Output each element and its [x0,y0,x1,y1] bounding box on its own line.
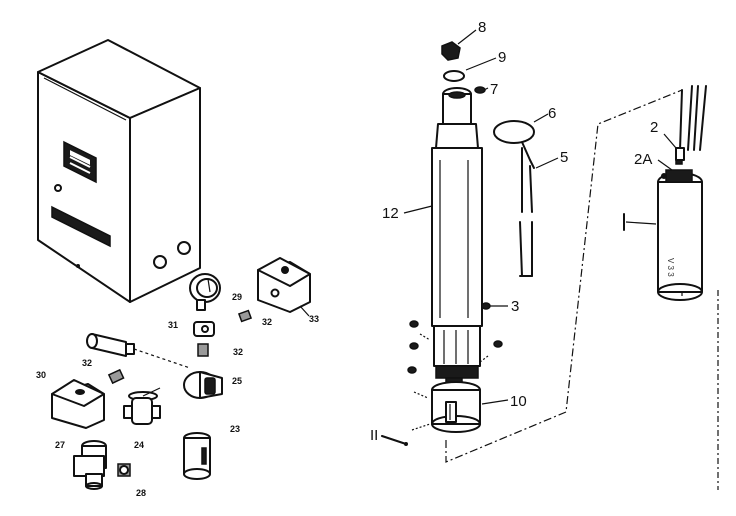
label-32-upper: 32 [262,317,272,327]
part-25-valve [183,371,223,399]
label-2a: 2A [634,151,652,168]
label-11: II [370,427,378,444]
part-24-relief-valve [123,387,161,425]
motor-label-text: V 3 3 [666,258,675,277]
label-31: 31 [168,320,178,330]
part-12-pump-body [431,87,483,387]
part-32-upper-fitting [237,309,253,323]
assembly-line [445,89,719,490]
label-12: 12 [382,205,399,222]
label-32-lower: 32 [82,358,92,368]
knockout-hole-1 [153,255,167,269]
label-3: 3 [511,298,519,315]
part-32-lower-nipple [107,368,125,385]
label-29: 29 [232,292,242,302]
part-10-intake-screen [431,381,481,433]
part-27-tee-fitting [73,440,107,490]
control-box-logo [63,140,97,184]
part-5-cable-guard [519,147,533,277]
label-24: 24 [134,440,144,450]
control-box-screw [54,184,62,192]
part-7-washer [474,86,486,94]
part-cartridge [86,333,191,369]
label-6: 6 [548,105,556,122]
label-25: 25 [232,376,242,386]
label-7: 7 [490,81,498,98]
pump-assembly: 8 9 7 12 [370,19,568,446]
control-box-nameplate [51,205,111,248]
part-8-plug [441,41,461,61]
label-9: 9 [498,49,506,66]
part-2-connector [675,147,685,161]
label-10: 10 [510,393,527,410]
part-28-plug [117,463,131,477]
part-31-tee [193,321,215,337]
label-30: 30 [36,370,46,380]
label-2: 2 [650,119,658,136]
knockout-hole-2 [177,241,191,255]
label-33: 33 [309,314,319,324]
label-28: 28 [136,488,146,498]
part-33-block [257,257,311,313]
part-9-o-ring [443,70,465,82]
label-5: 5 [560,149,568,166]
part-6-clamp [493,120,535,169]
label-27: 27 [55,440,65,450]
part-32-middle-nipple [197,343,209,357]
part-30-block [51,379,105,429]
label-32-middle: 32 [233,347,243,357]
part-23-coupling [183,432,211,480]
label-8: 8 [478,19,486,36]
label-23: 23 [230,424,240,434]
part-1-motor: V 3 3 [657,85,707,301]
control-box [37,39,201,303]
part-11-screw [381,423,431,446]
part-29-pressure-gauge [189,273,221,311]
